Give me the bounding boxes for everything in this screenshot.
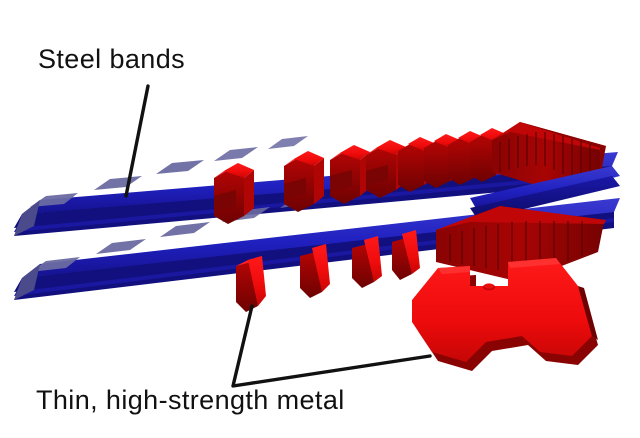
clamp-fin: [352, 236, 382, 288]
clamp-fin: [330, 145, 370, 204]
clamp-fin: [392, 230, 420, 280]
leader-line-steel-bands: [124, 84, 150, 198]
clamp-fin: [284, 151, 324, 212]
leader-line-thin-metal: [231, 304, 432, 388]
label-steel-bands: Steel bands: [38, 44, 186, 74]
clamp-fin: [236, 256, 266, 312]
label-thin-high-strength-metal: Thin, high-strength metal: [36, 385, 345, 415]
clamp-fins-upper: [214, 122, 606, 224]
leader-lines: [124, 84, 432, 388]
clamp-fin: [300, 244, 330, 298]
detached-clamp-bracket: [412, 258, 598, 371]
clamp-fins-lower: [236, 206, 606, 312]
clamp-fin: [214, 163, 254, 224]
